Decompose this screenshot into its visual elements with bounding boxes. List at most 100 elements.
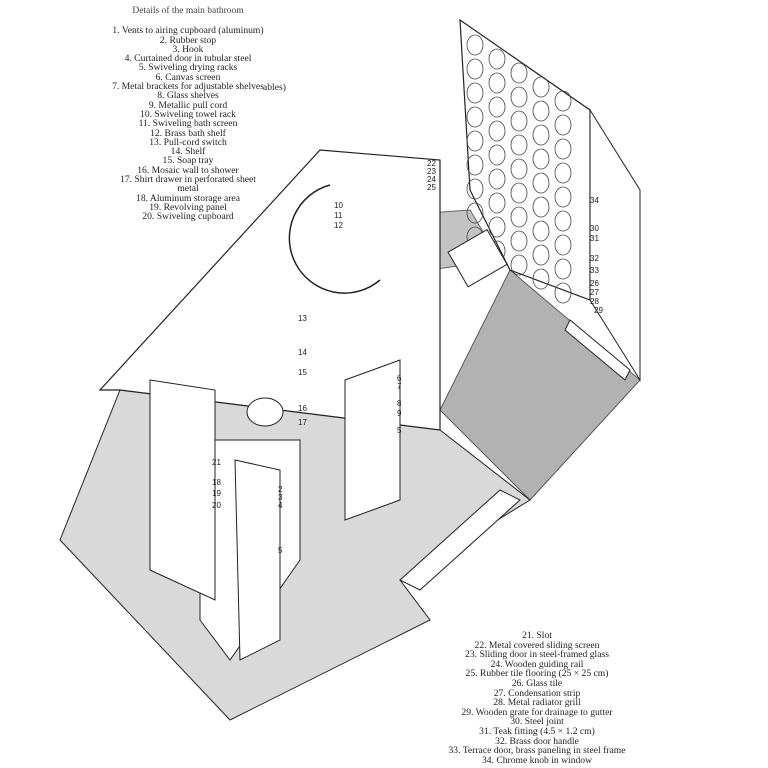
glass-tile: [466, 202, 484, 224]
glass-tile: [510, 62, 528, 84]
legend-item: 1. Vents to airing cupboard (aluminum): [112, 25, 264, 37]
glass-tile: [510, 86, 528, 108]
glass-tile: [466, 82, 484, 104]
legend-item: 5. Swiveling drying racks: [138, 62, 238, 74]
glass-tile: [532, 100, 550, 122]
callout: 14: [298, 348, 307, 357]
callout: 6: [397, 374, 402, 383]
glass-tile: [554, 210, 572, 232]
legend-item: 2. Rubber stop: [159, 34, 217, 46]
door-panel: [234, 459, 281, 661]
glass-tile: [488, 144, 506, 166]
callout: 11: [334, 211, 343, 220]
callout: 8: [397, 399, 402, 408]
callout: 15: [298, 368, 307, 377]
callout: 16: [298, 404, 307, 413]
callout: 31: [590, 234, 599, 243]
callout: 5: [397, 426, 402, 435]
callout: 30: [590, 224, 599, 233]
legend-item: 19. Revolving panel: [149, 201, 227, 213]
callout: 21: [212, 458, 221, 467]
callout: 9: [397, 409, 402, 418]
callout: 34: [590, 196, 599, 205]
radiator: [564, 319, 631, 381]
callout: 27: [590, 288, 599, 297]
legend-item: 16. Mosaic wall to shower: [137, 164, 239, 176]
glass-tile: [466, 58, 484, 80]
legend-item: 17. Shirt drawer in perforated sheet: [120, 174, 256, 186]
glass-tile: [554, 186, 572, 208]
legend-item: 8. Glass shelves: [157, 90, 219, 102]
legend-item: 4. Curtained door in tubular steel: [124, 53, 252, 65]
legend-item: 21. Slot: [522, 630, 552, 641]
glass-tile: [466, 106, 484, 128]
glass-tile: [510, 158, 528, 180]
glass-tile: [466, 154, 484, 176]
callout-labels: 22 23 24 25 10 11 12 13 14 15 16 17 6 7 …: [212, 159, 603, 555]
legend-item: 24. Wooden guiding rail: [490, 658, 584, 670]
glass-tile: [510, 110, 528, 132]
legend-item: 12. Brass bath shelf: [150, 127, 226, 139]
legend-item: 9. Metallic pull cord: [148, 99, 228, 111]
callout: 10: [334, 201, 343, 210]
drawing-title: Details of the main bathroom: [132, 6, 244, 16]
glass-tile: [554, 138, 572, 160]
callout: 29: [594, 306, 603, 315]
legend-item: 28. Metal radiator grill: [493, 697, 581, 709]
callout: 5: [278, 546, 283, 555]
glass-tile-pattern: [466, 34, 572, 304]
circular-wall: [288, 184, 381, 294]
legend-item: metal: [177, 183, 199, 195]
legend-item: 34. Chrome knob in window: [481, 754, 593, 766]
glass-tile: [554, 162, 572, 184]
glass-tile: [554, 90, 572, 112]
legend-item: 18. Aluminum storage area: [136, 192, 240, 204]
glass-tile: [532, 196, 550, 218]
legend-item: 15. Soap tray: [162, 155, 214, 167]
glass-tile: [554, 258, 572, 280]
stray-text: ables): [263, 82, 286, 93]
glass-tile: [554, 234, 572, 256]
glass-tile: [532, 124, 550, 146]
legend-item: 33. Terrace door, brass paneling in stee…: [448, 745, 626, 757]
callout: 20: [212, 501, 221, 510]
callout: 19: [212, 489, 221, 498]
main-wall: [98, 149, 441, 431]
glass-tile: [532, 220, 550, 242]
glass-tile: [488, 120, 506, 142]
glass-tile: [488, 72, 506, 94]
callout: 23: [427, 167, 436, 176]
glass-tile: [466, 34, 484, 56]
legend-item: 27. Condensation strip: [493, 687, 581, 699]
legend-item: 30. Steel joint: [510, 716, 564, 728]
callout: 22: [427, 159, 436, 168]
callout: 17: [298, 418, 307, 427]
callout: 2: [278, 485, 283, 494]
glass-tile: [554, 114, 572, 136]
cabinet: [149, 379, 216, 601]
legend-item: 29. Wooden grate for drainage to gutter: [461, 706, 613, 718]
legend-item: 11. Swiveling bath screen: [138, 118, 238, 130]
callout: 26: [590, 279, 599, 288]
glass-tile: [488, 48, 506, 70]
callout: 18: [212, 478, 221, 487]
glass-tile: [532, 148, 550, 170]
glass-tile-wall: [459, 18, 591, 301]
legend-item: 14. Shelf: [170, 146, 206, 158]
legend-item: 6. Canvas screen: [155, 71, 221, 83]
glass-tile: [488, 216, 506, 238]
glass-tile: [510, 254, 528, 276]
terrace-door-wall: [589, 108, 641, 382]
legend-item: 23. Sliding door in steel-framed glass: [465, 649, 609, 661]
glass-tile: [466, 130, 484, 152]
glass-tile: [510, 182, 528, 204]
bath-shelf-panel: [447, 228, 508, 288]
low-wall: [399, 489, 521, 591]
glass-tile: [554, 282, 572, 304]
callout: 28: [590, 297, 599, 306]
glass-tile: [510, 134, 528, 156]
glass-tile: [488, 192, 506, 214]
legend-top: Details of the main bathroom 1. Vents to…: [88, 6, 288, 222]
legend-item: 10. Swiveling towel rack: [140, 108, 236, 120]
